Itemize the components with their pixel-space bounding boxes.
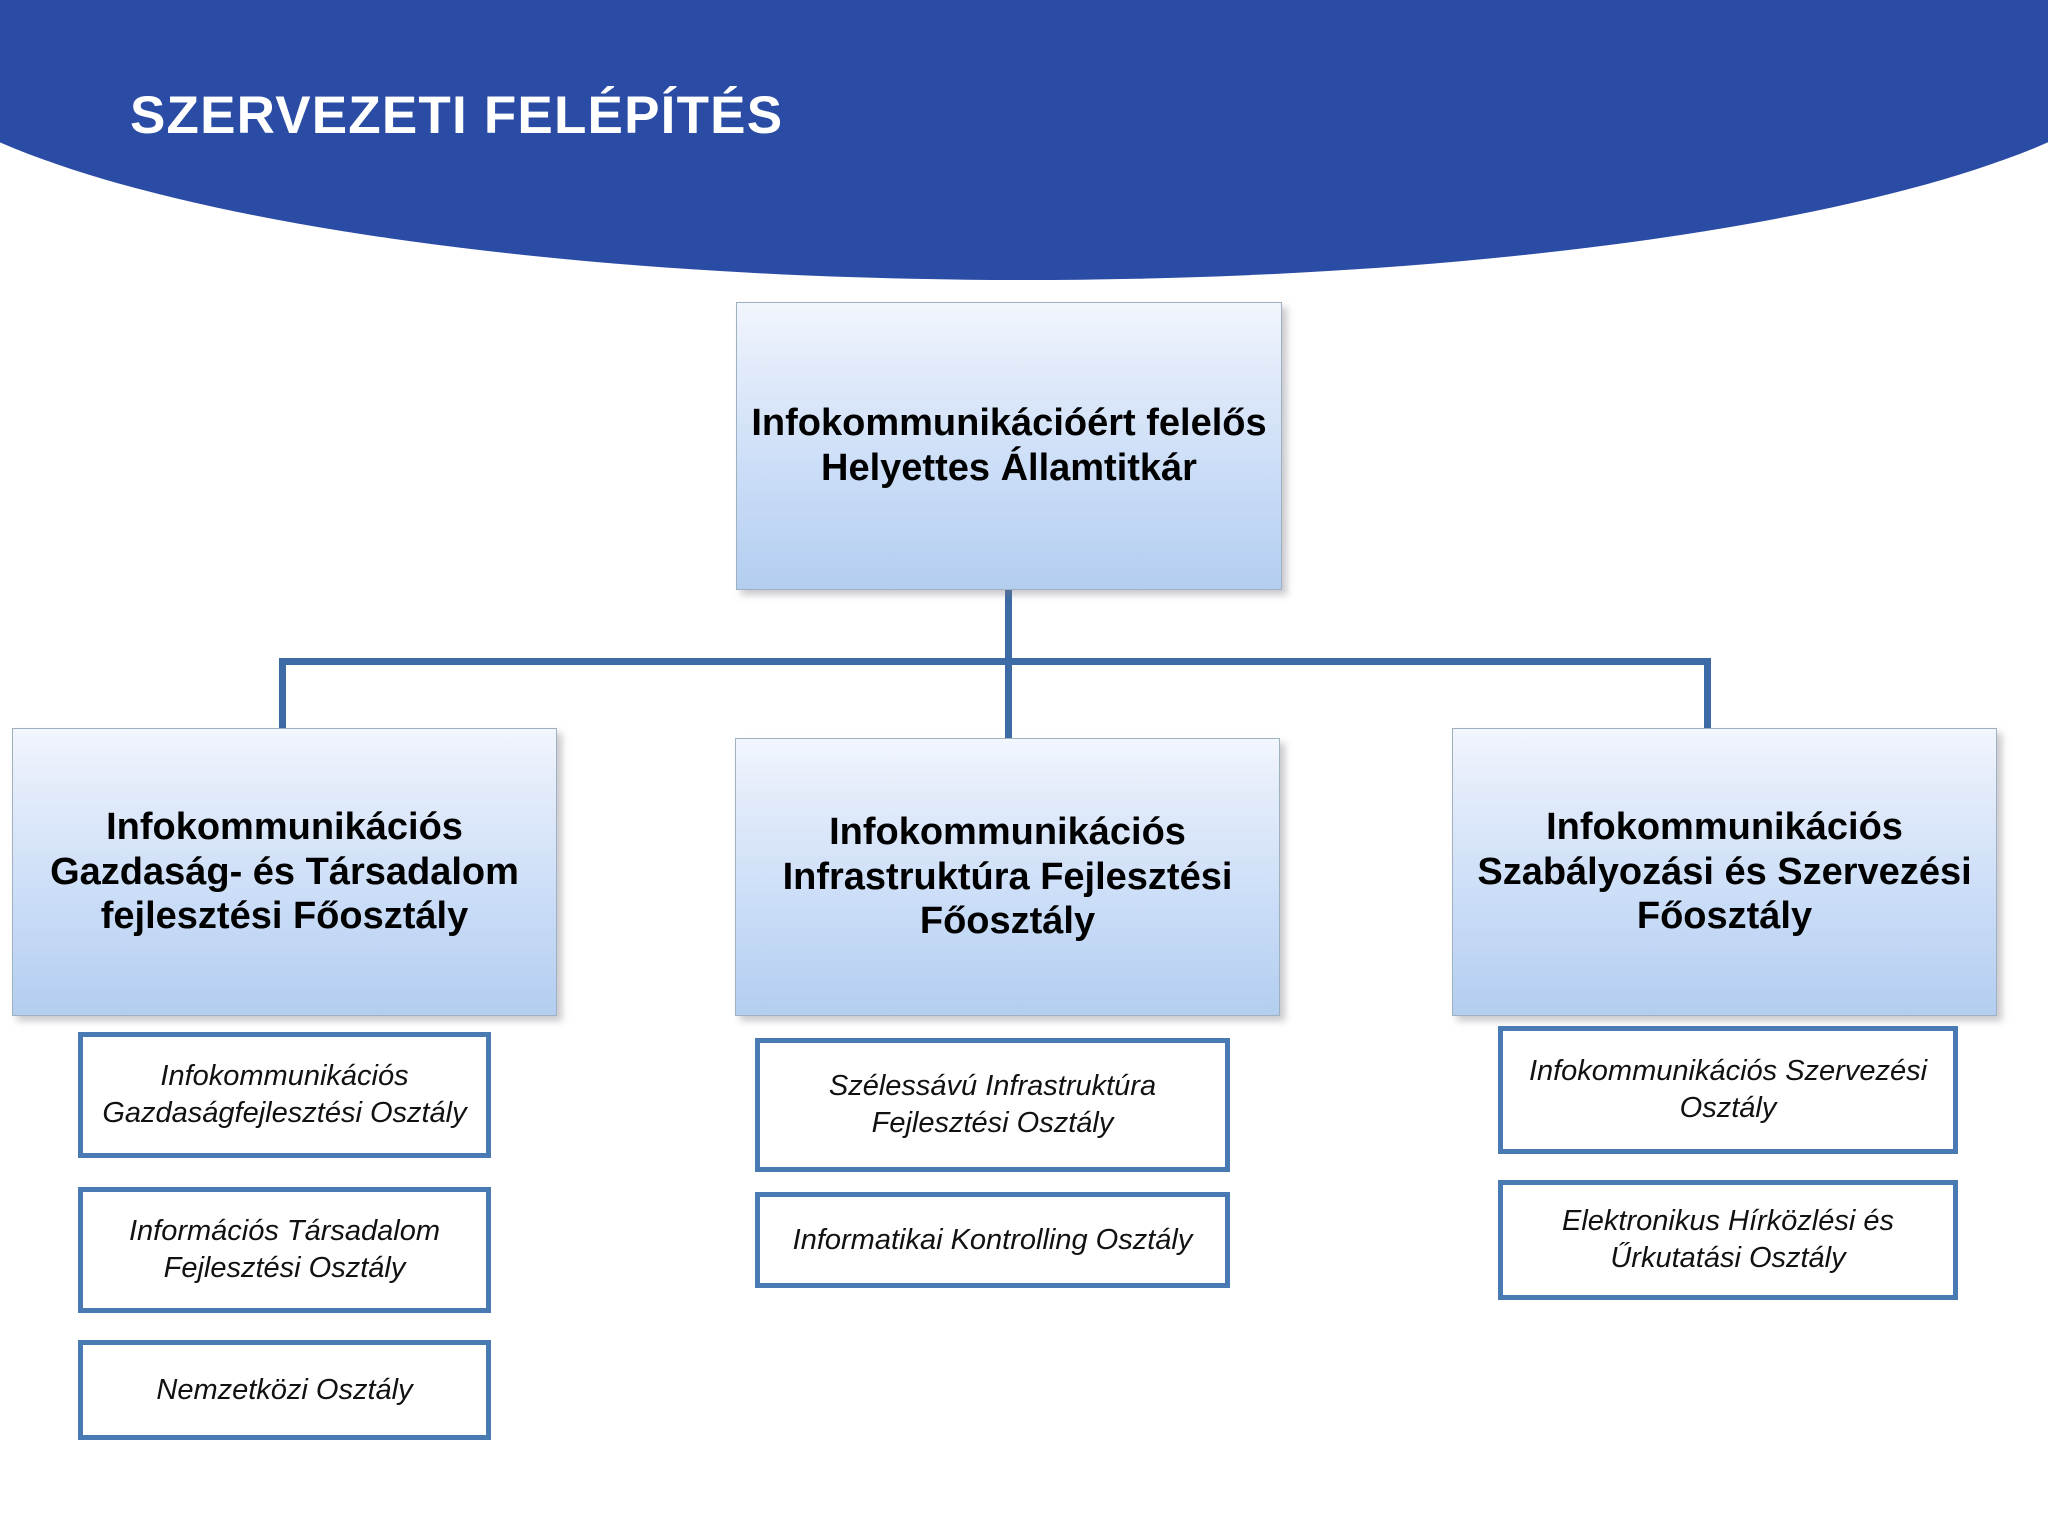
connector-drop-right (1704, 658, 1711, 730)
connector-root-stem (1005, 590, 1012, 664)
org-unit-label: Infokommunikációs Szervezési Osztály (1528, 1055, 1928, 1124)
org-unit-box[interactable]: Információs Társadalom Fejlesztési Osztá… (78, 1187, 491, 1313)
org-node-root[interactable]: Infokommunikációért felelős Helyettes Ál… (736, 302, 1282, 590)
org-node-department-1-label: Infokommunikációs Gazdaság- és Társadalo… (50, 805, 519, 938)
connector-drop-middle (1005, 658, 1012, 740)
org-unit-box[interactable]: Informatikai Kontrolling Osztály (755, 1192, 1230, 1288)
org-unit-box[interactable]: Elektronikus Hírközlési és Űrkutatási Os… (1498, 1180, 1958, 1300)
org-node-department-1[interactable]: Infokommunikációs Gazdaság- és Társadalo… (12, 728, 557, 1016)
title-banner: SZERVEZETI FELÉPÍTÉS (0, 0, 2048, 280)
org-unit-label: Elektronikus Hírközlési és Űrkutatási Os… (1562, 1205, 1894, 1274)
org-unit-label: Infokommunikációs Gazdaságfejlesztési Os… (102, 1060, 467, 1129)
connector-horizontal-bus (279, 658, 1711, 665)
org-node-department-2-label: Infokommunikációs Infrastruktúra Fejlesz… (782, 810, 1233, 943)
org-node-department-2[interactable]: Infokommunikációs Infrastruktúra Fejlesz… (735, 738, 1280, 1016)
org-unit-label: Nemzetközi Osztály (156, 1373, 413, 1406)
org-unit-label: Információs Társadalom Fejlesztési Osztá… (128, 1215, 441, 1284)
org-unit-box[interactable]: Infokommunikációs Szervezési Osztály (1498, 1026, 1958, 1154)
org-unit-box[interactable]: Nemzetközi Osztály (78, 1340, 491, 1440)
org-unit-label: Szélessávú Infrastruktúra Fejlesztési Os… (828, 1070, 1157, 1139)
org-node-department-3[interactable]: Infokommunikációs Szabályozási és Szerve… (1452, 728, 1997, 1016)
connector-drop-left (279, 658, 286, 730)
page-title: SZERVEZETI FELÉPÍTÉS (130, 86, 784, 145)
org-node-department-3-label: Infokommunikációs Szabályozási és Szerve… (1477, 805, 1972, 938)
org-unit-box[interactable]: Szélessávú Infrastruktúra Fejlesztési Os… (755, 1038, 1230, 1172)
org-node-root-label: Infokommunikációért felelős Helyettes Ál… (751, 402, 1267, 489)
org-unit-label: Informatikai Kontrolling Osztály (792, 1223, 1193, 1256)
org-unit-box[interactable]: Infokommunikációs Gazdaságfejlesztési Os… (78, 1032, 491, 1158)
